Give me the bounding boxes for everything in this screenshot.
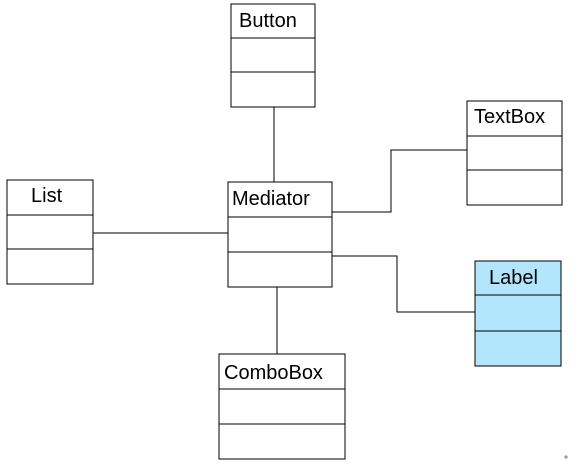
class-box-button[interactable]: Button — [230, 3, 316, 108]
class-box-mediator[interactable]: Mediator — [227, 181, 333, 288]
connector-mediator-label — [332, 255, 475, 313]
class-box-textbox[interactable]: TextBox — [466, 100, 563, 206]
class-box-label[interactable]: Label — [474, 260, 562, 367]
class-box-list-frame — [6, 179, 94, 285]
class-box-combobox[interactable]: ComboBox — [218, 353, 346, 460]
class-name-combobox: ComboBox — [224, 362, 323, 384]
corner-marker-icon — [564, 455, 568, 459]
class-box-mediator-frame — [227, 181, 333, 288]
class-name-button: Button — [239, 10, 297, 32]
class-box-combobox-frame — [218, 353, 346, 460]
class-name-mediator: Mediator — [232, 188, 310, 210]
class-box-list[interactable]: List — [6, 179, 94, 285]
class-name-textbox: TextBox — [474, 106, 545, 128]
class-name-label: Label — [489, 267, 538, 289]
class-box-button-frame — [230, 3, 316, 108]
connectors — [93, 107, 475, 354]
class-box-textbox-frame — [466, 100, 563, 206]
class-name-list: List — [31, 185, 63, 207]
connector-mediator-textbox — [332, 149, 467, 213]
class-box-label-frame — [474, 260, 562, 367]
